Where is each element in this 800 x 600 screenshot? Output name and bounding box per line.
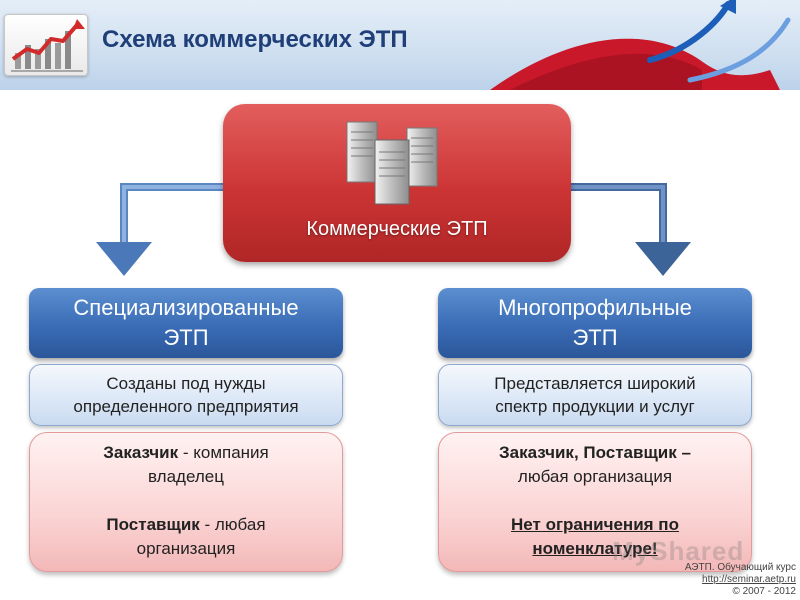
- commercial-etp-box: Коммерческие ЭТП: [223, 104, 571, 262]
- specialized-customer-line2: владелец: [148, 467, 224, 486]
- decorative-swoosh: [490, 0, 791, 90]
- commercial-etp-label: Коммерческие ЭТП: [306, 218, 488, 240]
- multiprofile-roles-line2: любая организация: [517, 467, 673, 486]
- specialized-details-box: Заказчик - компания владелец Поставщик -…: [29, 432, 343, 572]
- header-bar: Схема коммерческих ЭТП: [0, 0, 800, 90]
- right-arrow: [571, 183, 691, 276]
- footer-credits: АЭТП. Обучающий курс http://seminar.aetp…: [685, 562, 796, 598]
- footer-copyright: © 2007 - 2012: [732, 586, 796, 597]
- specialized-supplier-line: Поставщик - любая: [30, 513, 342, 537]
- no-limit-line1: Нет ограничения по: [511, 515, 679, 534]
- multiprofile-description-line2: спектр продукции и услуг: [495, 397, 695, 416]
- watermark: MyShared: [612, 536, 745, 566]
- customer-label: Заказчик: [103, 443, 179, 462]
- no-limit-line2: номенклатуре!: [532, 539, 658, 558]
- footer-link[interactable]: http://seminar.aetp.ru: [702, 574, 796, 585]
- multiprofile-etp-box: Многопрофильные ЭТП: [438, 288, 752, 358]
- growth-chart-icon: [4, 14, 88, 76]
- customer-text: - компания: [178, 443, 269, 462]
- server-towers-icon: [346, 121, 438, 205]
- footer-course: АЭТП. Обучающий курс: [684, 562, 796, 573]
- multiprofile-etp-subtitle: ЭТП: [572, 325, 618, 350]
- specialized-description-line1: Созданы под нужды: [106, 374, 266, 393]
- specialized-customer-line: Заказчик - компания: [30, 441, 342, 465]
- multiprofile-details-box: Заказчик, Поставщик – любая организация …: [438, 432, 752, 572]
- multiprofile-roles-line: Заказчик, Поставщик –: [439, 441, 751, 465]
- multiprofile-description-line1: Представляется широкий: [494, 374, 696, 393]
- specialized-etp-title: Специализированные: [73, 295, 299, 320]
- multiprofile-description-box: Представляется широкий спектр продукции …: [438, 364, 752, 426]
- supplier-label: Поставщик: [106, 515, 200, 534]
- roles-label: Заказчик, Поставщик: [499, 443, 677, 462]
- specialized-supplier-line2: организация: [136, 539, 236, 558]
- page-title: Схема коммерческих ЭТП: [102, 26, 408, 53]
- specialized-etp-box: Специализированные ЭТП: [29, 288, 343, 358]
- specialized-description-line2: определенного предприятия: [73, 397, 299, 416]
- specialized-description-box: Созданы под нужды определенного предприя…: [29, 364, 343, 426]
- left-arrow: [96, 183, 223, 276]
- multiprofile-etp-title: Многопрофильные: [498, 295, 692, 320]
- specialized-etp-subtitle: ЭТП: [163, 325, 209, 350]
- roles-dash: –: [676, 443, 691, 462]
- supplier-text: - любая: [199, 515, 266, 534]
